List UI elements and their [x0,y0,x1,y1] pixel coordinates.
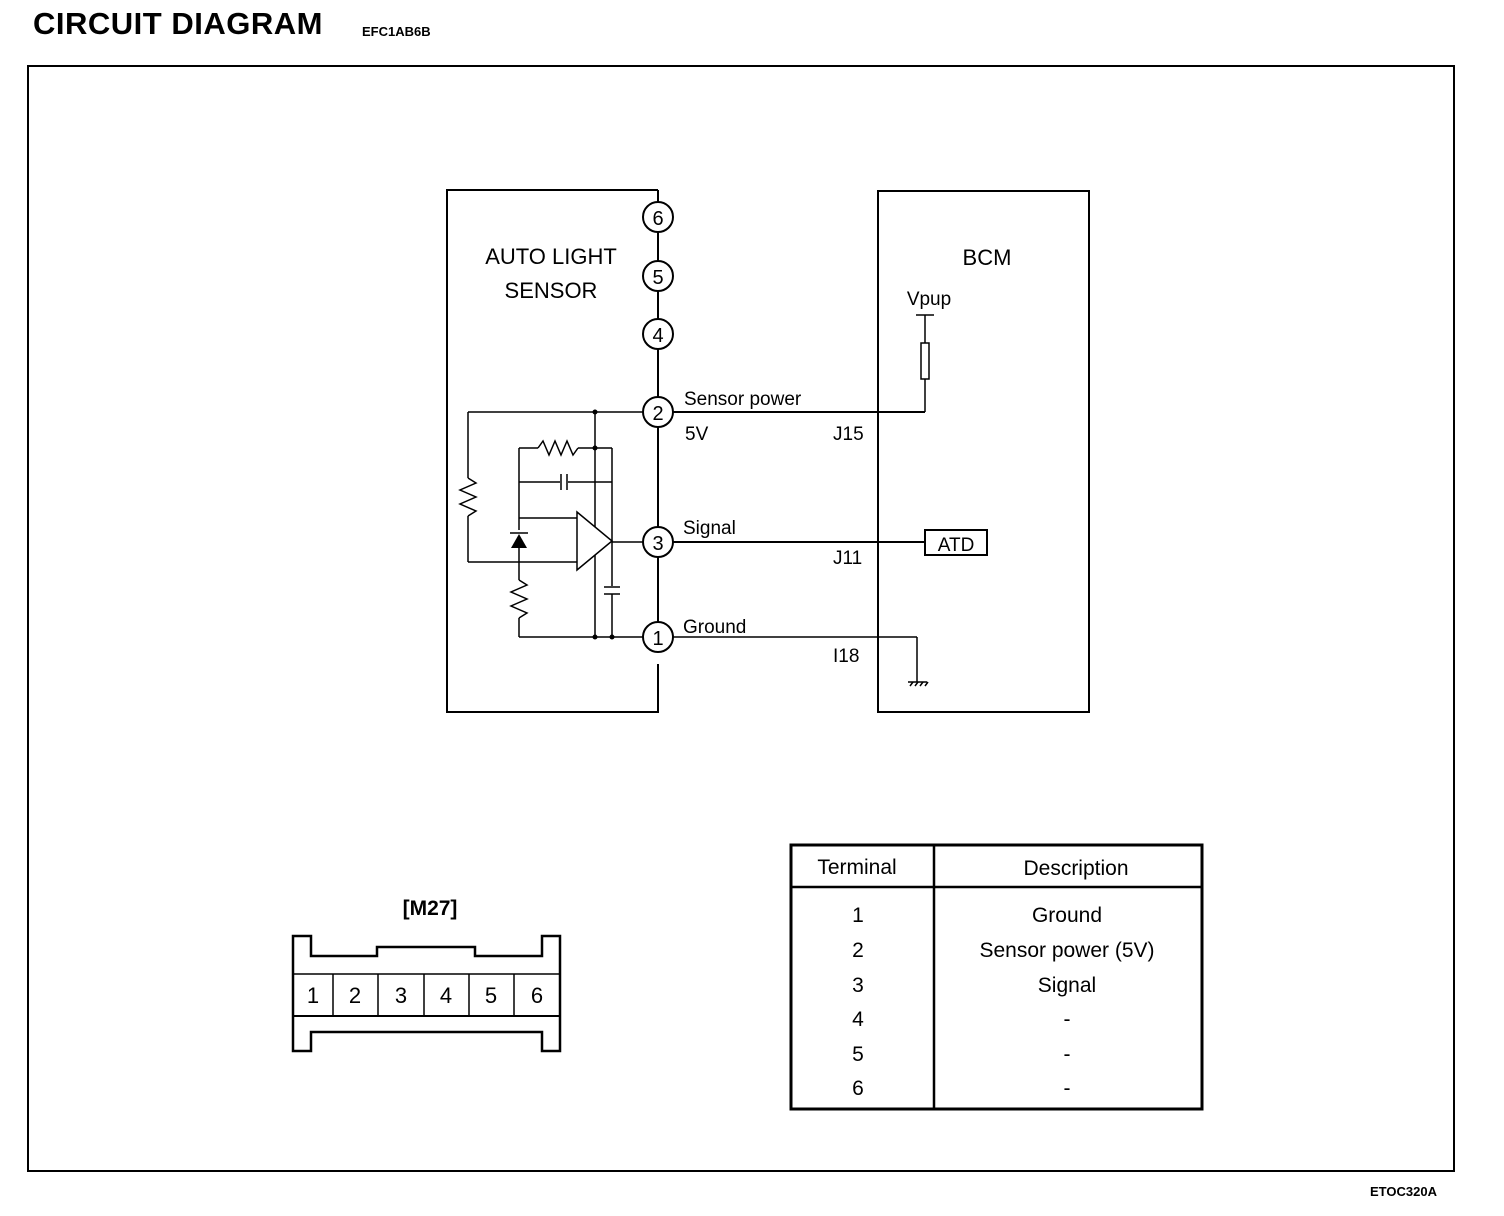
label-sensor-power: Sensor power [684,389,802,410]
table-row-terminal: 4 [852,1008,864,1031]
connector-housing [291,934,562,1053]
table-row-terminal: 6 [852,1077,864,1100]
table-row-description: Sensor power (5V) [979,939,1154,962]
svg-text:6: 6 [652,208,663,230]
sensor-pin-5: 5 [642,260,674,292]
svg-text:3: 3 [652,533,663,555]
table-row-description: - [1064,1008,1071,1031]
bcm-box: BCM Vpup ATD [877,190,1090,713]
sensor-pin-4: 4 [642,318,674,350]
figure-code: ETOC320A [1370,1184,1437,1199]
table-row-terminal: 1 [852,904,864,927]
resistor-lower [509,579,529,619]
table-row-terminal: 3 [852,974,864,997]
sensor-pin-2: 2 [642,396,674,428]
connector-pin-2: 2 [349,983,361,1008]
page-title: CIRCUIT DIAGRAM [33,6,323,41]
atd-label: ATD [938,535,975,556]
table-row-terminal: 5 [852,1043,864,1066]
pullup-label: Vpup [907,289,951,310]
sensor-name-line2: SENSOR [505,278,598,303]
bcm-name: BCM [963,245,1012,270]
label-j15: J15 [833,424,864,445]
sensor-pin-6: 6 [642,201,674,233]
auto-light-sensor-box: AUTO LIGHT SENSOR [446,189,659,713]
table-row-description: - [1064,1077,1071,1100]
table-row-terminal: 2 [852,939,864,962]
table-header-terminal: Terminal [817,856,896,879]
label-signal: Signal [683,518,736,539]
diagram-frame [27,65,1455,1172]
table-row-description: - [1064,1043,1071,1066]
table-row-description: Signal [1038,974,1096,997]
label-i18: I18 [833,646,859,667]
pullup-resistor [920,342,930,380]
terminal-table: Terminal Description 1 Ground 2 Sensor p… [789,843,1204,1111]
connector-label: [M27] [403,897,458,920]
table-header-description: Description [1023,857,1128,880]
svg-text:4: 4 [652,325,663,347]
connector-pin-1: 1 [307,983,319,1008]
connector-pin-5: 5 [485,983,497,1008]
svg-text:5: 5 [652,267,663,289]
connector-pin-3: 3 [395,983,407,1008]
label-ground: Ground [683,617,746,638]
sensor-pin-1: 1 [642,621,674,653]
connector-pin-6: 6 [531,983,543,1008]
label-j11: J11 [833,548,862,569]
op-amp [576,510,614,572]
resistor-left [458,477,478,517]
sensor-pin-3: 3 [642,526,674,558]
sensor-internal-circuit [458,409,643,640]
resistor-feedback [537,439,579,457]
sensor-name-line1: AUTO LIGHT [485,244,617,269]
svg-text:1: 1 [652,628,663,650]
connector-m27: [M27] 1 2 3 4 5 6 [291,897,562,1053]
label-5v: 5V [685,424,709,445]
connector-pin-4: 4 [440,983,452,1008]
photodiode [511,534,527,548]
document-code: EFC1AB6B [362,24,431,39]
svg-text:2: 2 [652,403,663,425]
table-row-description: Ground [1032,904,1102,927]
